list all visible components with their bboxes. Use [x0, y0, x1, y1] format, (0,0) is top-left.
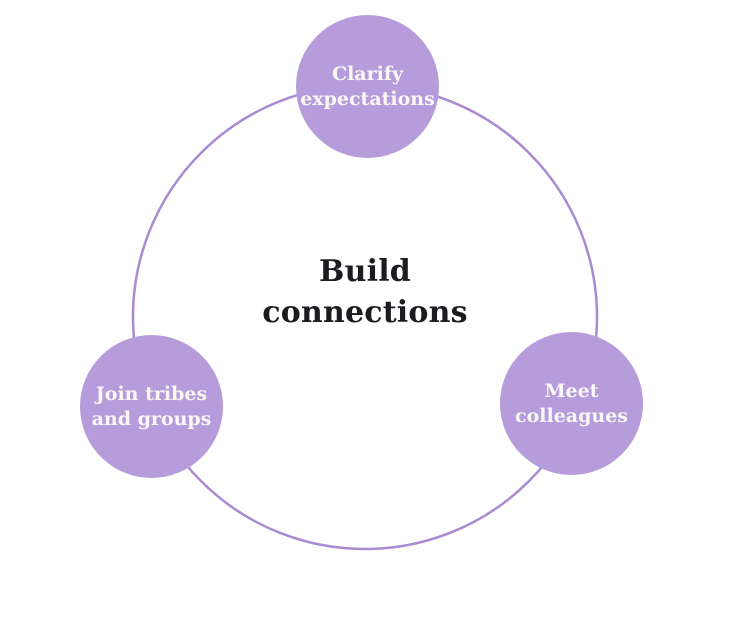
diagram-center-title: Build connections: [262, 254, 468, 330]
node-label: Meet colleagues: [515, 379, 628, 427]
node-label: Join tribes and groups: [91, 382, 212, 430]
node-label: Clarify expectations: [300, 62, 435, 110]
node-clarify-expectations: Clarify expectations: [296, 15, 439, 158]
node-meet-colleagues: Meet colleagues: [500, 332, 643, 475]
node-join-tribes-groups: Join tribes and groups: [80, 335, 223, 478]
